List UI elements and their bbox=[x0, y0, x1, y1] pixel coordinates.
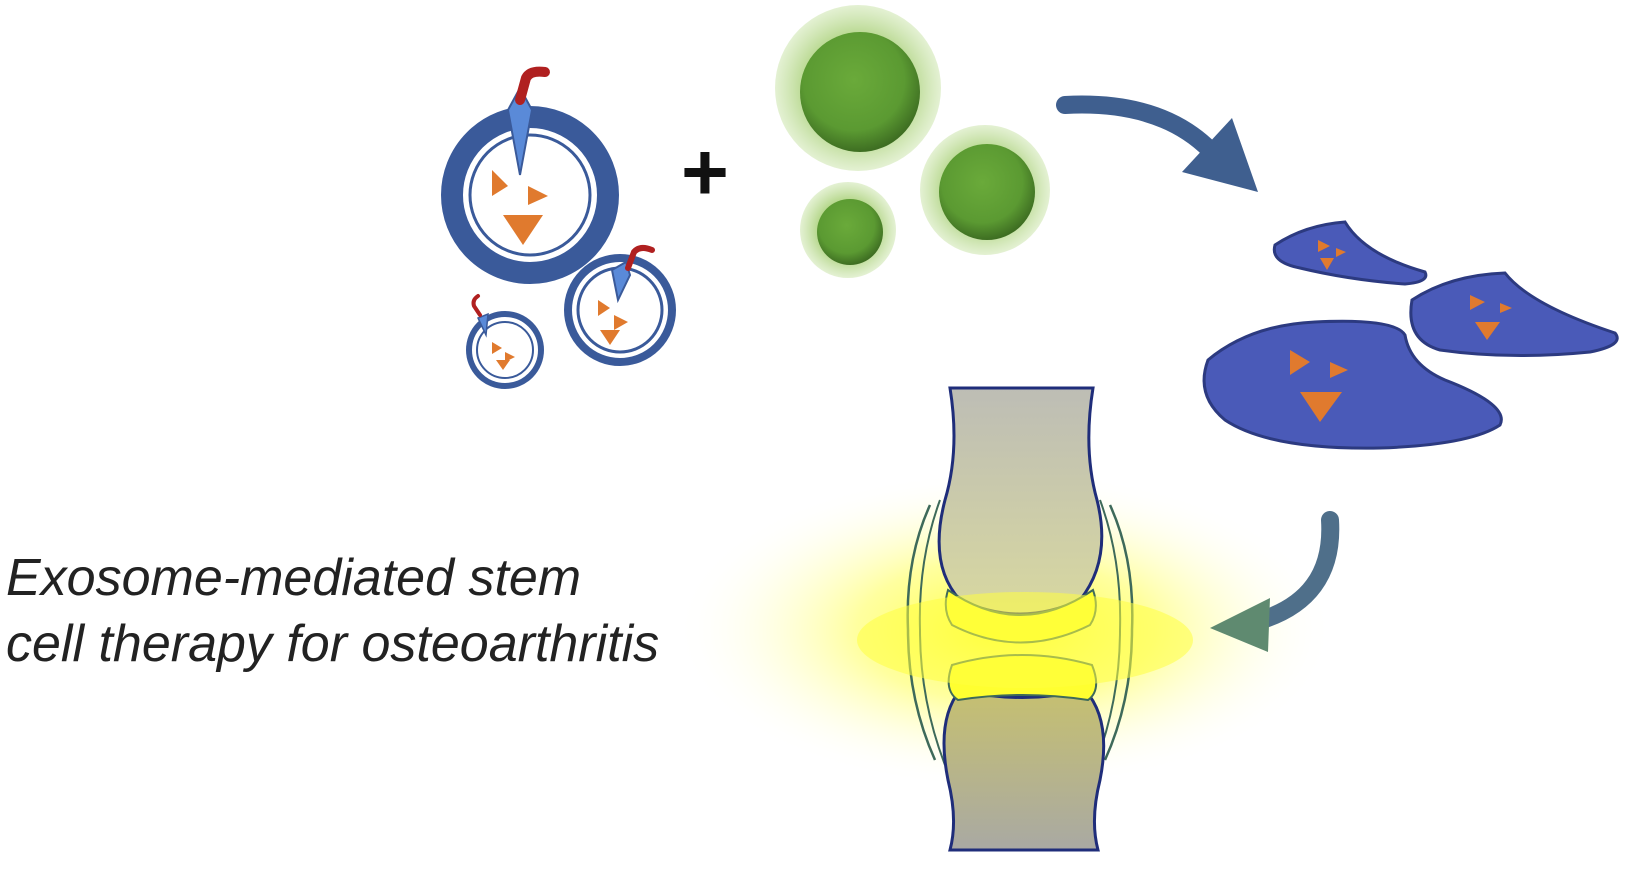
exosome-group bbox=[441, 66, 676, 389]
arrow-head-icon bbox=[1210, 598, 1270, 652]
diagram-caption: Exosome-mediated stem cell therapy for o… bbox=[6, 545, 826, 677]
arrow-head-icon bbox=[1182, 118, 1258, 192]
caption-line-2: cell therapy for osteoarthritis bbox=[6, 615, 660, 673]
stem-cell-icon bbox=[800, 182, 896, 278]
knee-joint-icon bbox=[857, 386, 1193, 852]
stem-cell-icon bbox=[920, 125, 1050, 255]
stem-cell-icon bbox=[775, 5, 941, 171]
target-cell-icon bbox=[1409, 271, 1619, 358]
plus-sign: + bbox=[681, 127, 729, 218]
exosome-vesicle-icon bbox=[466, 294, 544, 389]
stem-cell-group bbox=[775, 5, 1050, 278]
femur-bone bbox=[937, 386, 1104, 616]
arrow-to-joint bbox=[1246, 511, 1340, 631]
target-cell-group bbox=[1202, 220, 1619, 450]
arrow-to-target-cells bbox=[1056, 95, 1219, 159]
exosome-vesicle-icon bbox=[564, 244, 676, 366]
joint-highlight bbox=[857, 592, 1193, 688]
target-cell-icon bbox=[1272, 220, 1428, 286]
target-cell-icon bbox=[1202, 319, 1503, 450]
exosome-vesicle-icon bbox=[441, 66, 619, 284]
tibia-bone bbox=[942, 688, 1106, 852]
caption-line-1: Exosome-mediated stem bbox=[6, 549, 582, 607]
